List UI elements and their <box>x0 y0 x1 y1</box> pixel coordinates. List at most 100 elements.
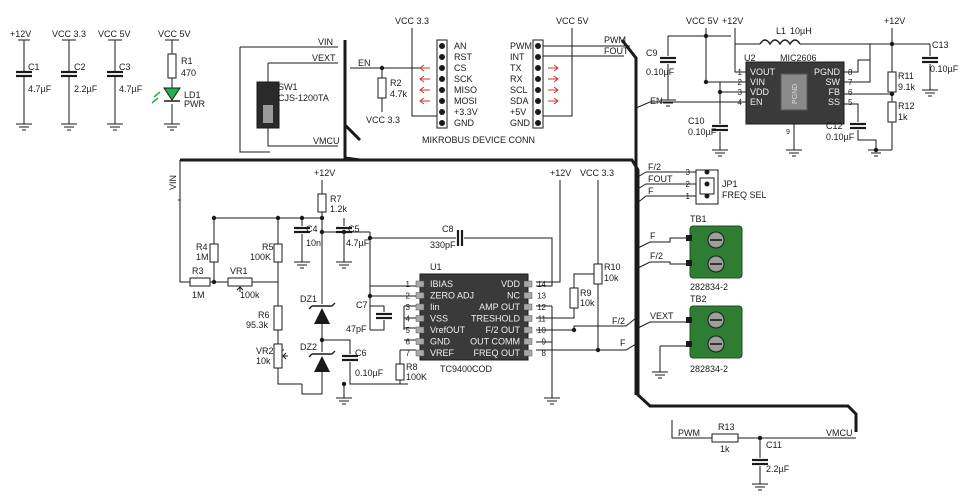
resistor-r13-ref: R13 <box>718 422 735 432</box>
jp1-pin[interactable] <box>704 169 710 175</box>
cap-c9-value: 0.10µF <box>646 67 675 77</box>
net-en-label: EN <box>358 58 371 68</box>
tb1-body[interactable] <box>689 225 743 279</box>
u1-left-pin-number: 6 <box>406 338 411 347</box>
mikrobus-caption: MIKROBUS DEVICE CONN <box>422 135 535 145</box>
mikrobus-left-pin <box>439 109 445 115</box>
tb1-net-f2: F/2 <box>650 251 663 261</box>
filter-net-vmcu: VMCU <box>826 428 853 438</box>
resistor-r9-ref: R9 <box>580 288 592 298</box>
cap-c3-ref: C3 <box>119 62 131 72</box>
tb2-ref: TB2 <box>690 294 707 304</box>
mikrobus-left-pin <box>439 120 445 126</box>
jp1-label: FREQ SEL <box>722 190 767 200</box>
u1-right-pin <box>523 338 533 345</box>
net-fout-top: FOUT <box>604 46 629 56</box>
u2-left-pin-number: 1 <box>738 68 743 77</box>
jp1-wiring: F/2 FOUT F <box>635 162 696 205</box>
pwm-filter-group: PWM R13 1k C11 2.2µF VMCU <box>671 420 856 491</box>
u1-right-pin-name: F/2 OUT <box>485 325 520 335</box>
u2-left-pin-number: 2 <box>738 78 743 87</box>
potentiometer-vr2-ref: VR2 <box>256 346 274 356</box>
en-r2-group: EN R2 4.7k VCC 3.3 <box>350 58 430 125</box>
resistor-r10-ref: R10 <box>604 262 621 272</box>
mikrobus-right-pin <box>535 76 541 82</box>
resistor-r3-ref: R3 <box>192 266 204 276</box>
tb2-body[interactable] <box>689 305 743 359</box>
resistor-r13 <box>711 433 739 443</box>
junction-dots <box>211 33 895 441</box>
switch-knob[interactable] <box>263 105 273 123</box>
led-label: PWR <box>184 99 205 109</box>
resistor-r1-value: 470 <box>181 68 196 78</box>
u1-left-pin <box>415 280 425 288</box>
u2-right-passives: +12V C13 0.10µF R11 9.1k R12 1k C12 0.10… <box>826 16 959 157</box>
power-led-group: VCC 5V R1 470 LD1 PWR <box>151 29 205 131</box>
mikrobus-right-pin <box>535 65 541 71</box>
mikrobus-left-label: CS <box>454 63 467 73</box>
mikrobus-right-pin <box>535 120 541 126</box>
mikrobus-right-label: +5V <box>510 107 526 117</box>
u1-left-pin <box>415 292 425 299</box>
u1-net-f2: F/2 <box>612 316 625 326</box>
u2-left-pin-name: EN <box>750 97 763 107</box>
u1-right-pin-number: 14 <box>537 280 546 289</box>
mikrobus-right-pin <box>535 87 541 93</box>
signal-arrow-icon <box>548 64 559 72</box>
cap-c2-value: 2.2µF <box>74 84 98 94</box>
u1-right-pin-number: 12 <box>537 303 546 312</box>
analog-front-end: VIN R4 1M R3 1M VR1 100k R5 100K R6 95.3… <box>168 160 637 405</box>
u1-left-pin-name: Iin <box>430 302 440 312</box>
inductor-l1 <box>759 39 801 46</box>
resistor-r8-value: 100K <box>406 372 427 382</box>
u1-right-pin-name: AMP OUT <box>479 302 520 312</box>
resistor-r3-value: 1M <box>192 290 205 300</box>
net-vin-vertical: VIN <box>168 175 178 190</box>
zener-dz1-icon <box>314 308 330 324</box>
u2-right-pin-name: SS <box>828 97 840 107</box>
cap-c8-value: 330pF <box>430 240 456 250</box>
resistor-r4 <box>209 243 219 263</box>
resistor-r1 <box>167 53 177 79</box>
jp1-pin[interactable] <box>704 193 710 199</box>
resistor-r11-ref: R11 <box>898 71 914 81</box>
led-diode-icon <box>163 87 181 101</box>
r11-12v: +12V <box>884 16 905 26</box>
u2-vcc5: VCC 5V <box>686 16 719 26</box>
u1-left-pin-name: ZERO ADJ <box>430 291 474 301</box>
mikrobus-left-pin <box>439 43 445 49</box>
u1-ref: U1 <box>430 262 442 272</box>
cap-c9-ref: C9 <box>646 48 658 58</box>
mikrobus-right-pin <box>535 98 541 104</box>
potentiometer-vr1[interactable] <box>227 277 253 287</box>
cap-c1-ref: C1 <box>28 62 40 72</box>
cap-c7-value: 47pF <box>346 324 367 334</box>
mikrobus-vcc5: VCC 5V <box>556 16 589 26</box>
u1-left-pin <box>415 338 425 345</box>
mikrobus-left-pin <box>439 98 445 104</box>
u2-right-pin-name: SW <box>826 77 841 87</box>
u2-left-pin-number: 4 <box>738 98 743 107</box>
resistor-r3 <box>189 277 211 287</box>
cap-c4-value: 10n <box>306 238 321 248</box>
jp1-pin[interactable] <box>704 181 710 187</box>
u2-pgnd-pad: PGND <box>792 84 799 104</box>
potentiometer-vr2-value: 10k <box>256 356 271 366</box>
inductor-ref: L1 <box>776 26 786 36</box>
resistor-r9-value: 10k <box>580 298 595 308</box>
u1-left-pin <box>415 315 425 322</box>
u2-right-pin-number: 6 <box>848 88 853 97</box>
mikrobus-left-label: MISO <box>454 85 477 95</box>
u1-left-pin-number: 4 <box>406 315 411 324</box>
u1-vcc33: VCC 3.3 <box>580 168 614 178</box>
signal-arrow-icon <box>419 64 430 72</box>
potentiometer-vr2[interactable] <box>273 343 283 369</box>
u1-right-pin-number: 8 <box>542 349 547 358</box>
resistor-r8-ref: R8 <box>406 362 418 372</box>
jp1-header[interactable] <box>695 169 719 205</box>
u1-right-pin-number: 13 <box>537 292 546 301</box>
cap-c11-value: 2.2µF <box>766 464 790 474</box>
mikrobus-right-pin <box>535 43 541 49</box>
led-ref: LD1 <box>184 90 201 100</box>
potentiometer-vr1-value: 100k <box>240 290 260 300</box>
